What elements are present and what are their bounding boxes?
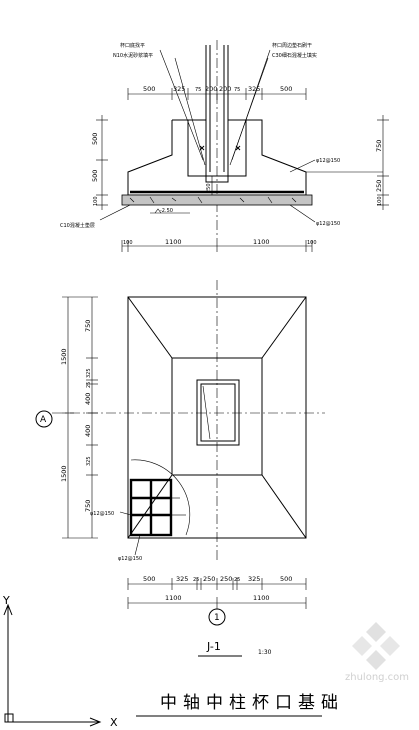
ucs-y-label: Y bbox=[2, 594, 10, 607]
plan-bottom-dim-2: 325 bbox=[176, 575, 188, 583]
left-dim-1: 500 bbox=[91, 133, 99, 145]
rebar-label-1: φ12@150 bbox=[316, 158, 340, 164]
drawing-label: J-1 1:30 bbox=[198, 640, 272, 657]
rebar-label-2: φ12@150 bbox=[316, 221, 340, 227]
top-dim-2: 325 bbox=[173, 85, 185, 93]
callout-2: N10水泥砂浆填平 bbox=[113, 52, 153, 59]
base-label: C10混凝土垫层 bbox=[60, 222, 95, 229]
top-dim-6: 75 bbox=[234, 87, 240, 93]
bottom-dim-1: 100 bbox=[123, 240, 133, 246]
plan-bottom-dim-4: 250 bbox=[203, 575, 215, 583]
plan-left-dim-4: 25 bbox=[86, 382, 92, 388]
elevation-label: -2.50 bbox=[160, 208, 173, 214]
plan-bottom-dim-3: 25 bbox=[193, 577, 199, 583]
top-dim-3: 75 bbox=[195, 87, 201, 93]
plan-left-dim-7: 325 bbox=[86, 456, 92, 466]
top-dim-7: 325 bbox=[248, 85, 260, 93]
watermark: zhulong.com bbox=[345, 622, 409, 683]
ucs-x-label: X bbox=[110, 716, 118, 729]
right-dim-3: 100 bbox=[377, 196, 383, 206]
ucs-icon: Y X bbox=[2, 594, 118, 729]
plan-left-dim-2: 1500 bbox=[60, 348, 68, 365]
plan-bottom-dim-8: 500 bbox=[280, 575, 292, 583]
callout-1: 杯口底找平 bbox=[120, 42, 145, 49]
bottom-dim-4: 100 bbox=[307, 240, 317, 246]
plan-bottom-dim-9: 1100 bbox=[165, 594, 182, 602]
callout-4: C30细石混凝土填实 bbox=[272, 52, 317, 59]
plan-bottom-dim-5: 250 bbox=[220, 575, 232, 583]
plan-bottom-dim-10: 1100 bbox=[253, 594, 270, 602]
plan-left-dim-3: 325 bbox=[86, 368, 92, 378]
top-dim-4: 200 bbox=[205, 85, 217, 93]
plan-left-dim-9: 750 bbox=[84, 500, 92, 512]
drawing-scale: 1:30 bbox=[258, 649, 272, 656]
bottom-dim-3: 1100 bbox=[253, 238, 270, 246]
plan-bottom-dim-1: 500 bbox=[143, 575, 155, 583]
section-view: 杯口底找平 N10水泥砂浆填平 杯口周边垫石刷干 C30细石混凝土填实 500 … bbox=[60, 40, 389, 252]
plan-rebar-label-2: φ12@150 bbox=[118, 556, 142, 562]
right-dim-2: 250 bbox=[375, 180, 383, 192]
plan-left-dim-5: 400 bbox=[84, 393, 92, 405]
top-dim-8: 500 bbox=[280, 85, 292, 93]
axis-label-1: 1 bbox=[214, 613, 220, 623]
plan-bottom-dim-6: 25 bbox=[234, 577, 240, 583]
bottom-dim-2: 1100 bbox=[165, 238, 182, 246]
top-dim-5: 200 bbox=[219, 85, 231, 93]
plan-rebar-label-1: φ12@150 bbox=[90, 511, 114, 517]
left-dim-3: 100 bbox=[93, 196, 99, 206]
inner-dim: 250 bbox=[206, 183, 212, 193]
plan-bottom-dim-7: 325 bbox=[248, 575, 260, 583]
axis-label-a: A bbox=[40, 415, 47, 425]
plan-view: A φ12@150 φ12@150 750 1500 325 25 400 40… bbox=[35, 280, 325, 626]
right-dim-1: 750 bbox=[375, 140, 383, 152]
drawing-name: J-1 bbox=[206, 640, 221, 653]
plan-left-dim-8: 1500 bbox=[60, 465, 68, 482]
top-dim-1: 500 bbox=[143, 85, 155, 93]
watermark-text: zhulong.com bbox=[345, 672, 409, 683]
callout-3: 杯口周边垫石刷干 bbox=[272, 42, 312, 49]
plan-left-dim-1: 750 bbox=[84, 320, 92, 332]
left-dim-2: 500 bbox=[91, 170, 99, 182]
plan-left-dim-6: 400 bbox=[84, 425, 92, 437]
drawing-title: 中轴中柱杯口基础 bbox=[160, 693, 344, 713]
